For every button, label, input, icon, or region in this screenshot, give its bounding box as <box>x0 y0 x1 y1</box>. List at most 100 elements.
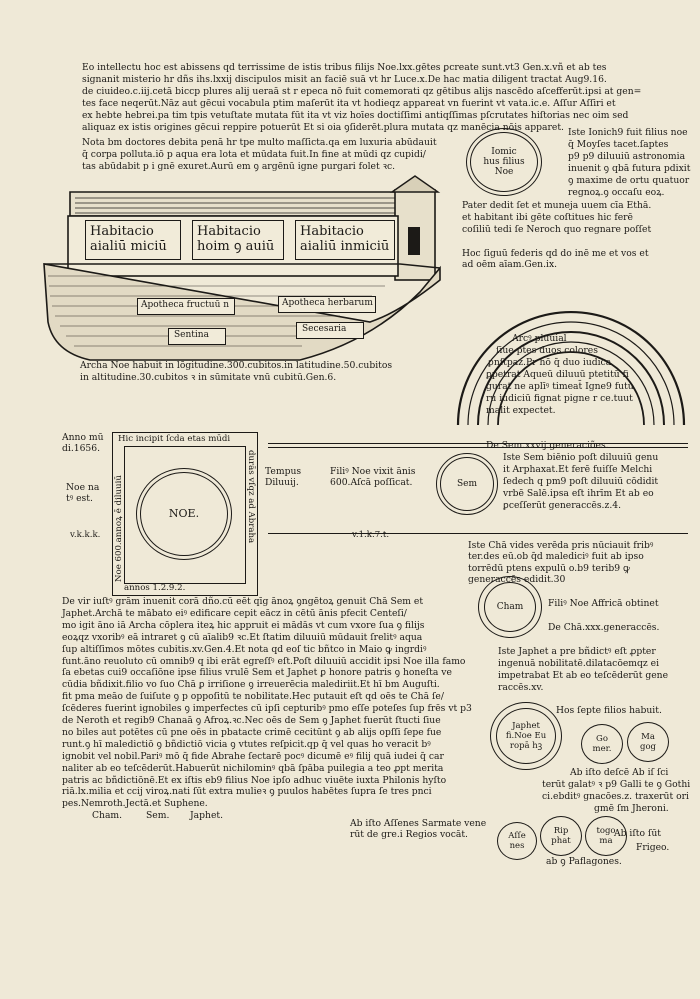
ark-store-label: Apotheca fructuū n <box>141 300 230 310</box>
rainbow-line: malit expectet. <box>486 405 556 416</box>
rainbow-intro: Hoc ſiguū federis qd do inē me et vos et… <box>462 248 649 271</box>
magog-circle-label: Ma gog <box>640 732 656 752</box>
second-age-box <box>112 432 258 596</box>
sem-line: ꝑceſſerūt generaccēs.z.4. <box>503 500 622 511</box>
ark-room-label: Habitacio aialiū miciū <box>90 224 167 254</box>
japhet-line: Iste Japhet a pre bñdictꝰ eſt ꝓpter <box>498 646 656 657</box>
ark-room-label: Habitacio aialiū inmiciū <box>300 224 390 254</box>
ark-room-clean-animals: Habitacio aialiū miciū <box>85 220 181 260</box>
ionic-line: regnoꝝ.ꝯ occaſu eoꝝ. <box>568 187 665 198</box>
japhet-outer-ring <box>490 702 562 770</box>
ionic-line: coſiliū tedi ſe Neroch quo regnare poſſe… <box>462 224 652 235</box>
japhet-line: raccēs.xv. <box>498 682 544 693</box>
riphath-circle-label: Rip phat <box>551 826 571 846</box>
noah-passage-line: de Neroth et regib9 Chanaā ꝯ Afroꝝ.ꝛc.Ne… <box>62 715 441 726</box>
noah-passage-line: mo igit āno iā Archa cōplera iteꝝ hic ap… <box>62 619 425 631</box>
rainbow-line: ru iudiciū fignat pigne r ce.tuut <box>486 393 633 404</box>
ark-room-label: Habitacio hoim ꝯ auiū <box>197 224 275 254</box>
rainbow-line: gurat ne aplīꝰ timeat̄ Igne9 futu <box>486 381 634 392</box>
ionic-outer-ring <box>466 128 542 196</box>
japhet-line: ingenuā nobilitatē.dilatacōemqz ei <box>498 658 660 669</box>
ark-caption-line: in altitudine.30.cubitos ꝛ in sūmitate v… <box>80 372 337 383</box>
second-age-top-label: Hic incipit ſcda etas mūdi <box>118 434 231 444</box>
rainbow-woodcut <box>456 310 686 426</box>
intro-line: aliquaz ex istis origines gēcui reppire … <box>82 122 564 133</box>
sem-line: ſedech q pm9 poſt diluuiū cōdidit <box>503 476 659 487</box>
noe-outer-ring <box>136 468 232 560</box>
intro-line: ex hebte hebrei.pa tim tpis vetuſtate mu… <box>82 110 629 121</box>
intro-line: Eo intellectu hoc est abissens qd terris… <box>82 62 607 73</box>
ionic-line: Iste Ionich9 fuit filius noe <box>568 127 688 138</box>
tempus-text: Filiꝰ Noe vixit ānis 600.Aſcā poſſicat. <box>330 466 416 489</box>
son-name-japhet: Japhet. <box>190 810 224 821</box>
rainbow-line: ꝑpetrat Aqueū diluuū ptetitū fi <box>486 369 629 380</box>
frigeo-line: ab ꝯ Paflagones. <box>546 856 622 867</box>
ionic-line: ꝯ maxime de ortu quatuor <box>568 175 690 186</box>
signature-mark-left: v.k.k.k. <box>70 530 101 540</box>
signature-mark-right: v.1.k.7.t. <box>352 530 390 540</box>
ark-store-label: Apotheca herbarum <box>282 298 373 308</box>
ashkenaz-text: Ab iſto Aſſenes Sarmate vene rūt de gre.… <box>350 818 487 841</box>
frigeo-line: Ab iſto ſūt <box>614 828 661 839</box>
ark-latrine: Secesaria <box>296 322 364 339</box>
flood-note-line: q̄ corpa polluta.iō p aqua era lota et m… <box>82 149 426 160</box>
ark-caption-line: Archa Noe habuit in lōgitudine.300.cubit… <box>80 360 393 371</box>
noah-passage-line: ſa ebetas cui9 occaſiōne ipse filius vru… <box>62 667 452 679</box>
divider-rule <box>268 447 688 448</box>
second-age-bottom-label: annos 1.2.9.2. <box>124 583 186 593</box>
noah-passage-line: ſup altiſſimos mōtes cubitis.xv.Gen.4.Et… <box>62 643 427 655</box>
sem-line: vrbē Salē.ipsa eſt ihrīm Et ab eo <box>503 488 654 499</box>
togarmah-circle-label: togo ma <box>596 826 616 846</box>
noah-passage-line: ignobit vel nobil.Pariꝰ mō q̄ fide Abrah… <box>62 750 444 762</box>
year-of-world-label: Anno mū di.1656. <box>62 432 104 455</box>
noah-passage-line: pes.Nemroth.Jectā.et Suphene. <box>62 798 208 810</box>
ionic-line: Pater dedit ſet et muneja uuem cīa Ethā. <box>462 200 652 211</box>
noah-passage-line: naliter ab eo teſcēderūt.Habuerūt nichil… <box>62 762 444 774</box>
ark-room-humans-birds: Habitacio hoim ꝯ auiū <box>192 220 284 260</box>
intro-line: tes face neqerūt.Nāz aut gēcui vocabula … <box>82 98 616 109</box>
gomer-line: ci.ebditꝰ gnacōes.z. traxerūt ori <box>542 791 689 802</box>
cham-generations-line: De Chā.xxx.generaccēs. <box>548 622 660 633</box>
ark-bilge: Sentina <box>168 328 226 345</box>
seven-sons-line: Hos ſepte filios habuit. <box>556 705 662 716</box>
second-age-left-label: Noe 600.annoꝝ ē diluuiū <box>114 475 124 582</box>
ionic-line: q̄ Moyſes tacet.ſaptes <box>568 139 669 150</box>
noah-passage-line: eoꝝqz vxoribꝰ eā intraret ꝯ cū aīalib9 ꝛ… <box>62 631 423 643</box>
frigeo-line: Frigeo. <box>636 842 670 853</box>
second-age-inner-box <box>124 446 246 584</box>
intro-line: de ciuideo.c.iij.cetā biccp plures alij … <box>82 86 642 97</box>
noah-passage-line: riā.lx.milia et ccij viroꝝ.nati ſūt extr… <box>62 786 432 798</box>
flood-note-line: tas abūdabit p i gnē exuret.Aurū em ꝯ ar… <box>82 161 396 172</box>
ionic-line: et habitant ibi gēte coſtitues hic ferē <box>462 212 633 223</box>
divider-rule <box>268 443 688 444</box>
gomer-line: Ab iſto deſcē Ab iſ ſci <box>570 767 669 778</box>
noe-born-label: Noe na tꝰ est. <box>66 482 100 505</box>
sem-outer-ring <box>436 453 498 515</box>
son-name-sem: Sem. <box>146 810 170 821</box>
ark-room-unclean-animals: Habitacio aialiū inmiciū <box>295 220 395 260</box>
flood-note-line: Nota bm doctores debita penā hr tpe mult… <box>82 137 437 148</box>
noah-passage-line: ſcēderes fuerint ignobiles ꝯ imperfectes… <box>62 703 472 715</box>
ark-store-label: Sentina <box>174 330 209 340</box>
gomer-circle: Go mer. <box>581 724 623 764</box>
tempus-label: Tempus Diluuij. <box>265 466 302 489</box>
noah-passage-line: funt.āno reuoluto cū omnib9 q ibi erāt e… <box>62 655 466 667</box>
rainbow-line: ꝑnſtpaz.Pr hō q̄ duo iudica <box>488 357 612 368</box>
noah-passage-line: patris ac bñdictiōnē.Et ex iſtis eb9 fil… <box>62 774 447 786</box>
noah-passage-line: no biles aut potētes cū pne oēs in pbata… <box>62 726 442 738</box>
ark-store-herbs: Apotheca herbarum <box>278 296 376 313</box>
noahs-ark-woodcut <box>43 175 441 361</box>
japhet-line: impetrabat Et ab eo teſcēderūt gene <box>498 670 669 681</box>
gomer-line: terūt galatꝰ ꝛ p9 Galli te ꝯ Gothi <box>542 779 691 790</box>
rainbow-line: Arcꝰ pluuial <box>512 333 567 344</box>
son-name-cham: Cham. <box>92 810 123 821</box>
sem-line: it Arphaxat.Et ferē fuiſſe Melchi <box>503 464 653 475</box>
rainbow-line: ſiue ptes duos colores <box>496 345 598 356</box>
ashkenaz-circle: Aſſe nes <box>497 822 537 860</box>
noah-passage-line: Japhet.Archā te mābato eiꝰ edificare cep… <box>62 607 407 619</box>
noah-passage-line: fit pma meāo de ſuiſute ꝯ p oppoſitū te … <box>62 691 444 703</box>
sem-generations-header: De Sem.xxvij.generaciões. <box>486 440 609 451</box>
intro-line: signanit misterio hr dñs ihs.lxxij disci… <box>82 74 607 85</box>
ionic-line: inuenit ꝯ qbā futura pdixit <box>568 163 691 174</box>
